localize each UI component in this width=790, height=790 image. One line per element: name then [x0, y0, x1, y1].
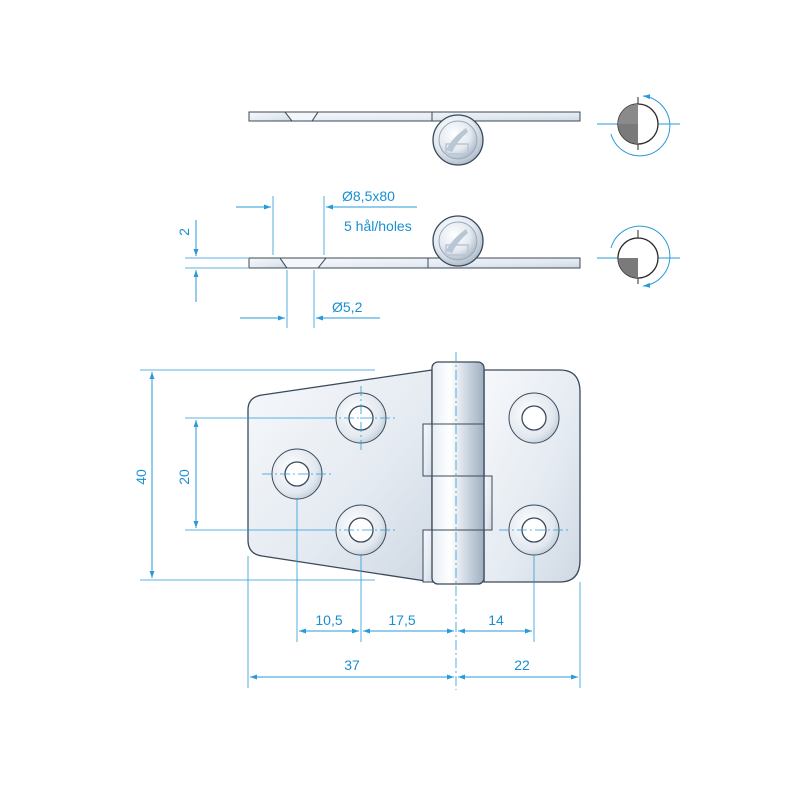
- rotation-clockwise-icon: [597, 94, 680, 157]
- hole-spacing-dimension: 20: [176, 417, 326, 531]
- dim-a-label: 10,5: [315, 612, 342, 628]
- hinge-front-view: [247, 352, 581, 690]
- side-view-top: [248, 111, 581, 166]
- hole-spacing-label: 20: [176, 469, 192, 485]
- height-label: 40: [133, 469, 149, 485]
- dim-c-label: 14: [488, 612, 504, 628]
- side-view-bottom: [248, 215, 581, 269]
- holes-count-label: 5 hål/holes: [344, 218, 412, 234]
- bolt-diameter-label: Ø8,5x80: [342, 188, 395, 204]
- width-left-label: 37: [344, 657, 360, 673]
- height-dimension: 40: [133, 369, 375, 581]
- mounting-hole: [508, 392, 560, 444]
- hinge-barrel: [431, 361, 485, 585]
- rotation-counterclockwise-icon: [597, 225, 680, 288]
- brand-seal-icon: [445, 229, 469, 256]
- width-right-label: 22: [514, 657, 530, 673]
- dim-b-label: 17,5: [388, 612, 415, 628]
- thickness-label: 2: [176, 228, 192, 236]
- bolt-dimension: Ø8,5x80 5 hål/holes: [236, 188, 417, 255]
- mounting-hole: [271, 448, 323, 500]
- brand-seal-icon: [445, 128, 469, 155]
- mounting-hole: [335, 504, 387, 556]
- hole-diameter-dimension: Ø5,2: [240, 270, 380, 328]
- mounting-hole: [508, 504, 560, 556]
- horizontal-dimensions: 10,5 17,5 14 37 22: [247, 498, 581, 688]
- hole-diameter-label: Ø5,2: [332, 299, 363, 315]
- thickness-dimension: 2: [176, 220, 248, 302]
